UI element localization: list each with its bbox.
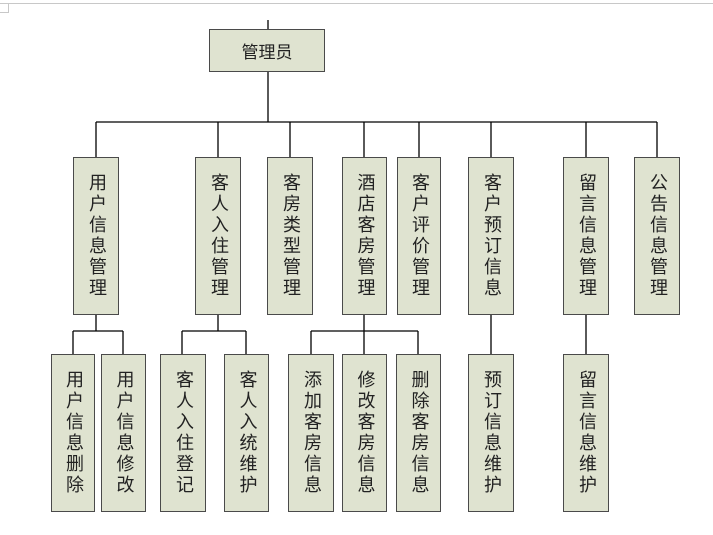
- leaf-edit-room-info: 修改客房信息: [342, 354, 387, 512]
- module-label: 酒店客房管理: [354, 173, 376, 299]
- module-customer-review-management: 客户评价管理: [397, 157, 441, 315]
- leaf-guest-checkin-maintain: 客人入统维护: [224, 354, 269, 512]
- leaf-label: 留言信息维护: [576, 370, 597, 496]
- module-label: 客房类型管理: [280, 173, 301, 299]
- root-label: 管理员: [241, 43, 293, 63]
- module-label: 用户信息管理: [86, 173, 107, 299]
- module-room-type-management: 客房类型管理: [267, 157, 313, 315]
- leaf-message-info-maintain: 留言信息维护: [563, 354, 609, 512]
- module-label: 客户预订信息: [481, 173, 502, 299]
- leaf-label: 删除客房信息: [408, 370, 430, 496]
- leaf-label: 用户信息删除: [63, 370, 84, 496]
- leaf-booking-info-maintain: 预订信息维护: [468, 354, 514, 512]
- module-label: 客人入住管理: [208, 173, 229, 299]
- leaf-label: 修改客房信息: [354, 370, 376, 496]
- corner-mark: [0, 4, 9, 13]
- module-label: 公告信息管理: [647, 173, 668, 299]
- leaf-delete-room-info: 删除客房信息: [396, 354, 441, 512]
- module-message-management: 留言信息管理: [563, 157, 609, 315]
- leaf-user-info-edit: 用户信息修改: [101, 354, 146, 512]
- leaf-add-room-info: 添加客房信息: [288, 354, 334, 512]
- module-hotel-room-management: 酒店客房管理: [342, 157, 387, 315]
- leaf-label: 预订信息维护: [481, 370, 502, 496]
- module-guest-checkin-management: 客人入住管理: [195, 157, 241, 315]
- module-announcement-management: 公告信息管理: [634, 157, 680, 315]
- leaf-guest-checkin-register: 客人入住登记: [160, 354, 206, 512]
- module-customer-booking-info: 客户预订信息: [468, 157, 514, 315]
- root-node-admin: 管理员: [209, 29, 325, 72]
- leaf-label: 客人入统维护: [236, 370, 258, 496]
- leaf-label: 客人入住登记: [173, 370, 194, 496]
- module-label: 留言信息管理: [576, 173, 597, 299]
- leaf-user-info-delete: 用户信息删除: [51, 354, 95, 512]
- leaf-label: 用户信息修改: [113, 370, 135, 496]
- leaf-label: 添加客房信息: [301, 370, 322, 496]
- page-edge: [0, 0, 713, 4]
- module-label: 客户评价管理: [409, 173, 430, 299]
- module-user-info-management: 用户信息管理: [73, 157, 119, 315]
